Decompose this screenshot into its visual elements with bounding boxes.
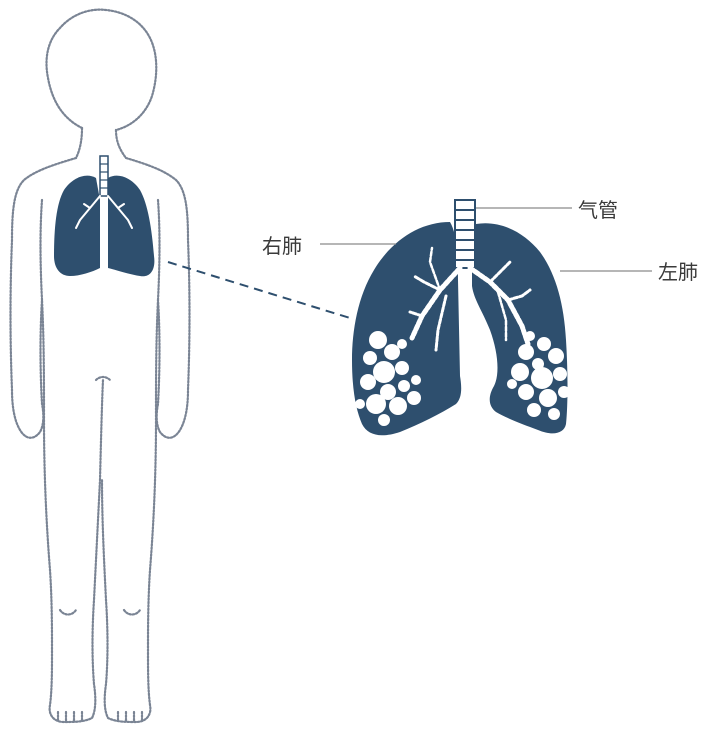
right-lung-label: 右肺	[262, 236, 302, 256]
child-neck-outline	[76, 128, 82, 158]
small-trachea	[100, 156, 108, 196]
large-lungs	[352, 200, 570, 435]
trachea-label: 气管	[578, 200, 618, 220]
dashed-connector	[168, 262, 350, 318]
small-lungs	[54, 156, 154, 276]
left-lung-label: 左肺	[658, 262, 698, 282]
large-trachea	[455, 200, 475, 268]
child-head-outline	[47, 10, 157, 130]
child-body-outline	[11, 10, 190, 722]
